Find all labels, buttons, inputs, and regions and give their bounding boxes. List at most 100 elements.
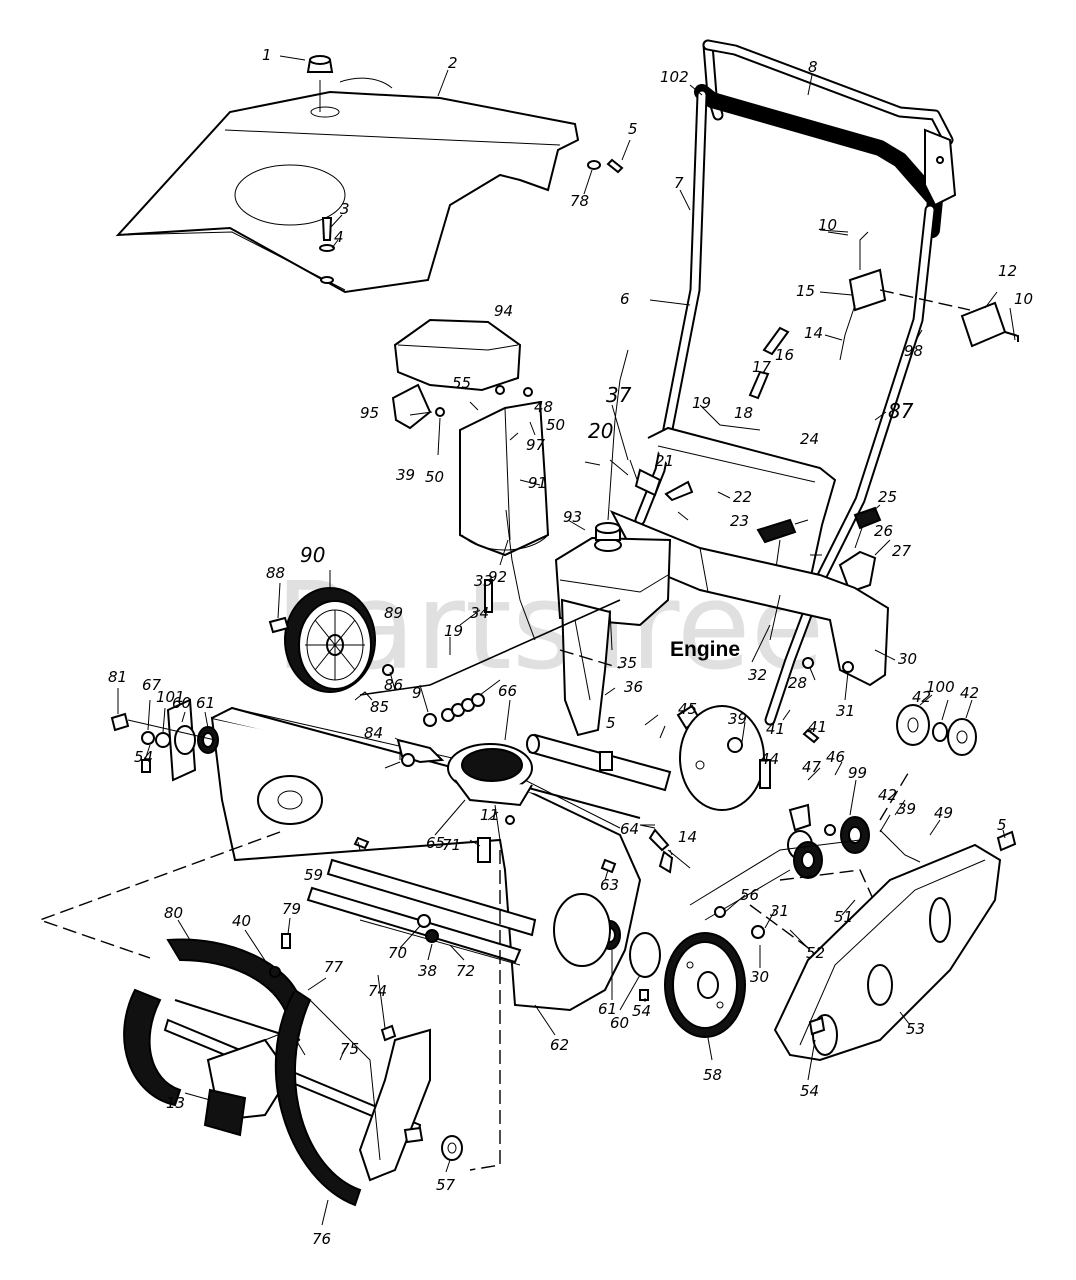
callout: 93 [563, 508, 582, 526]
callout: 36 [624, 678, 643, 696]
deflector-handle [391, 383, 432, 430]
callout: 57 [436, 1176, 456, 1194]
callout: 2 [448, 54, 458, 72]
callout: 35 [618, 654, 637, 672]
callout: 13 [166, 1094, 185, 1112]
callout: 38 [418, 962, 437, 980]
hood-cover [115, 77, 580, 294]
callout: 100 [926, 678, 955, 696]
callout: 9 [412, 684, 422, 702]
chute-deflector [393, 318, 522, 392]
bearing-flange-left [166, 698, 197, 782]
callout: 56 [740, 886, 759, 904]
callout: 54 [632, 1002, 651, 1020]
callout: 81 [108, 668, 127, 686]
callout: 91 [528, 474, 547, 492]
callout: 47 [802, 758, 822, 776]
callout: 4 [334, 228, 344, 246]
callout: 55 [452, 374, 471, 392]
discharge-chute [459, 400, 550, 557]
callout: 79 [282, 900, 301, 918]
drive-pulley-42 [840, 816, 870, 854]
callout: 90 [300, 543, 325, 567]
callout: 101 [156, 688, 185, 706]
callout: 77 [324, 958, 344, 976]
callout: 5 [997, 816, 1007, 834]
callout: 49 [934, 804, 953, 822]
shave-plate [359, 919, 521, 966]
callout: 98 [904, 342, 923, 360]
callout: 39 [897, 800, 916, 818]
callout: 12 [998, 262, 1017, 280]
callout: 78 [570, 192, 589, 210]
callout: 60 [172, 694, 191, 712]
callout: 48 [534, 398, 553, 416]
callout-labels: 1 2 3 4 5 5 5 6 7 8 102 78 10 10 12 15 1… [108, 46, 1033, 1248]
callout: 61 [598, 1000, 617, 1018]
callout: 17 [752, 358, 772, 376]
callout: 30 [750, 968, 769, 986]
frame-28 [609, 510, 890, 687]
washer-78 [587, 158, 624, 174]
callout: 10 [818, 216, 837, 234]
callout: 59 [304, 866, 323, 884]
callout: 76 [312, 1230, 331, 1248]
callout: 102 [660, 68, 689, 86]
leader-lines [117, 55, 1016, 1226]
callout: 23 [730, 512, 749, 530]
callout: 75 [340, 1040, 359, 1058]
knob-25 [853, 506, 882, 549]
callout: 40 [232, 912, 251, 930]
callout: 50 [546, 416, 565, 434]
callout: 24 [800, 430, 819, 448]
cap-knob [306, 55, 334, 73]
callout: 42 [878, 786, 897, 804]
callout: 71 [442, 836, 461, 854]
control-lever-15 [839, 231, 887, 361]
callout: 97 [526, 436, 546, 454]
drive-plate [679, 705, 765, 811]
callout: 41 [808, 718, 827, 736]
callout: 45 [678, 700, 697, 718]
spring-coil-9 [441, 693, 485, 722]
callout: 51 [834, 908, 853, 926]
wheel [284, 587, 376, 693]
upper-handle [634, 39, 957, 726]
callout: 22 [733, 488, 752, 506]
callout: 62 [550, 1036, 569, 1054]
chute-ring [447, 743, 533, 807]
callout: 27 [892, 542, 912, 560]
callout: 44 [760, 750, 779, 768]
callout: 70 [388, 944, 407, 962]
pulley-42b [947, 718, 977, 756]
callout: 39 [728, 710, 747, 728]
callout: 60 [610, 1014, 629, 1032]
callout: 64 [620, 820, 639, 838]
axle-tube [526, 733, 672, 792]
callout: 67 [142, 676, 162, 694]
callout: 26 [874, 522, 893, 540]
callout: 14 [804, 324, 823, 342]
callout: 20 [588, 419, 613, 443]
callout: 86 [384, 676, 403, 694]
main-pulley [664, 932, 746, 1038]
callout: 39 [396, 466, 415, 484]
callout: 28 [788, 674, 807, 692]
callout: 42 [960, 684, 979, 702]
callout: 58 [703, 1066, 722, 1084]
callout: 19 [692, 394, 711, 412]
callout: 63 [600, 876, 619, 894]
callout: 53 [906, 1020, 925, 1038]
callout: 84 [364, 724, 383, 742]
callout: 16 [775, 346, 794, 364]
bolt-3 [319, 217, 335, 284]
auger-right [274, 988, 431, 1207]
gearbox [203, 1029, 306, 1137]
engine-label: Engine [670, 638, 740, 661]
callout: 21 [655, 452, 674, 470]
callout: 88 [266, 564, 285, 582]
callout: 1 [262, 46, 272, 64]
callout: 37 [606, 383, 632, 407]
callout: 42 [912, 688, 931, 706]
